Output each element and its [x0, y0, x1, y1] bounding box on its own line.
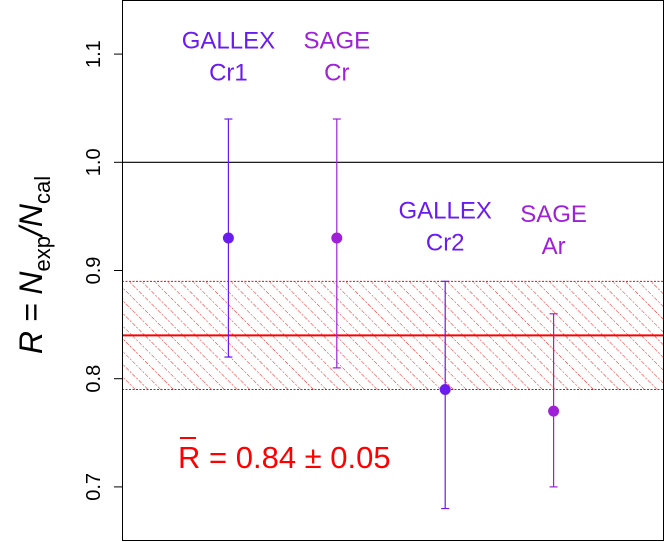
point-label-1: GALLEX Cr1 — [182, 28, 275, 87]
point-label-line2: Ar — [542, 233, 566, 260]
y-tick-label-3: 0.9 — [83, 257, 105, 285]
y-axis-label-eq: = N — [13, 271, 49, 331]
y-tick-label-2: 0.8 — [83, 365, 105, 393]
y-axis-label-var: R — [13, 331, 49, 354]
y-tick-label-4: 1.0 — [83, 148, 105, 176]
point-label-line2: Cr2 — [426, 230, 465, 257]
y-axis-label-slash: /N — [13, 203, 49, 238]
mean-annotation-value: = 0.84 ± 0.05 — [200, 440, 390, 475]
data-point-4 — [548, 313, 560, 488]
point-label-3: GALLEX Cr2 — [399, 198, 492, 257]
data-point-marker — [548, 405, 560, 417]
point-label-2: SAGE Cr — [303, 28, 370, 87]
y-axis-label-sub1: exp — [30, 236, 55, 271]
data-point-2 — [331, 118, 343, 369]
y-axis-label-sub2: cal — [30, 176, 55, 204]
point-label-line1: SAGE — [303, 28, 370, 55]
data-point-3 — [439, 280, 451, 510]
y-tick-label-1: 0.7 — [83, 473, 105, 501]
y-axis: 0.7 0.8 0.9 1.0 1.1 — [83, 40, 122, 501]
y-tick-label-5: 1.1 — [83, 40, 105, 68]
y-axis-label: R = Nexp/Ncal — [13, 176, 55, 354]
data-points-layer — [222, 118, 560, 510]
data-point-marker — [331, 232, 343, 244]
point-label-line2: Cr1 — [209, 60, 248, 87]
point-label-line1: GALLEX — [399, 198, 492, 225]
point-label-4: SAGE Ar — [520, 201, 587, 260]
point-label-line1: SAGE — [520, 201, 587, 228]
point-label-line2: Cr — [324, 60, 349, 87]
mean-annotation-symbol: R — [178, 440, 200, 475]
mean-annotation: R = 0.84 ± 0.05 — [178, 437, 391, 475]
data-point-marker — [439, 384, 451, 396]
mean-annotation-text: R = 0.84 ± 0.05 — [178, 440, 391, 475]
data-point-1 — [222, 118, 234, 358]
data-point-marker — [222, 232, 234, 244]
point-label-line1: GALLEX — [182, 28, 275, 55]
